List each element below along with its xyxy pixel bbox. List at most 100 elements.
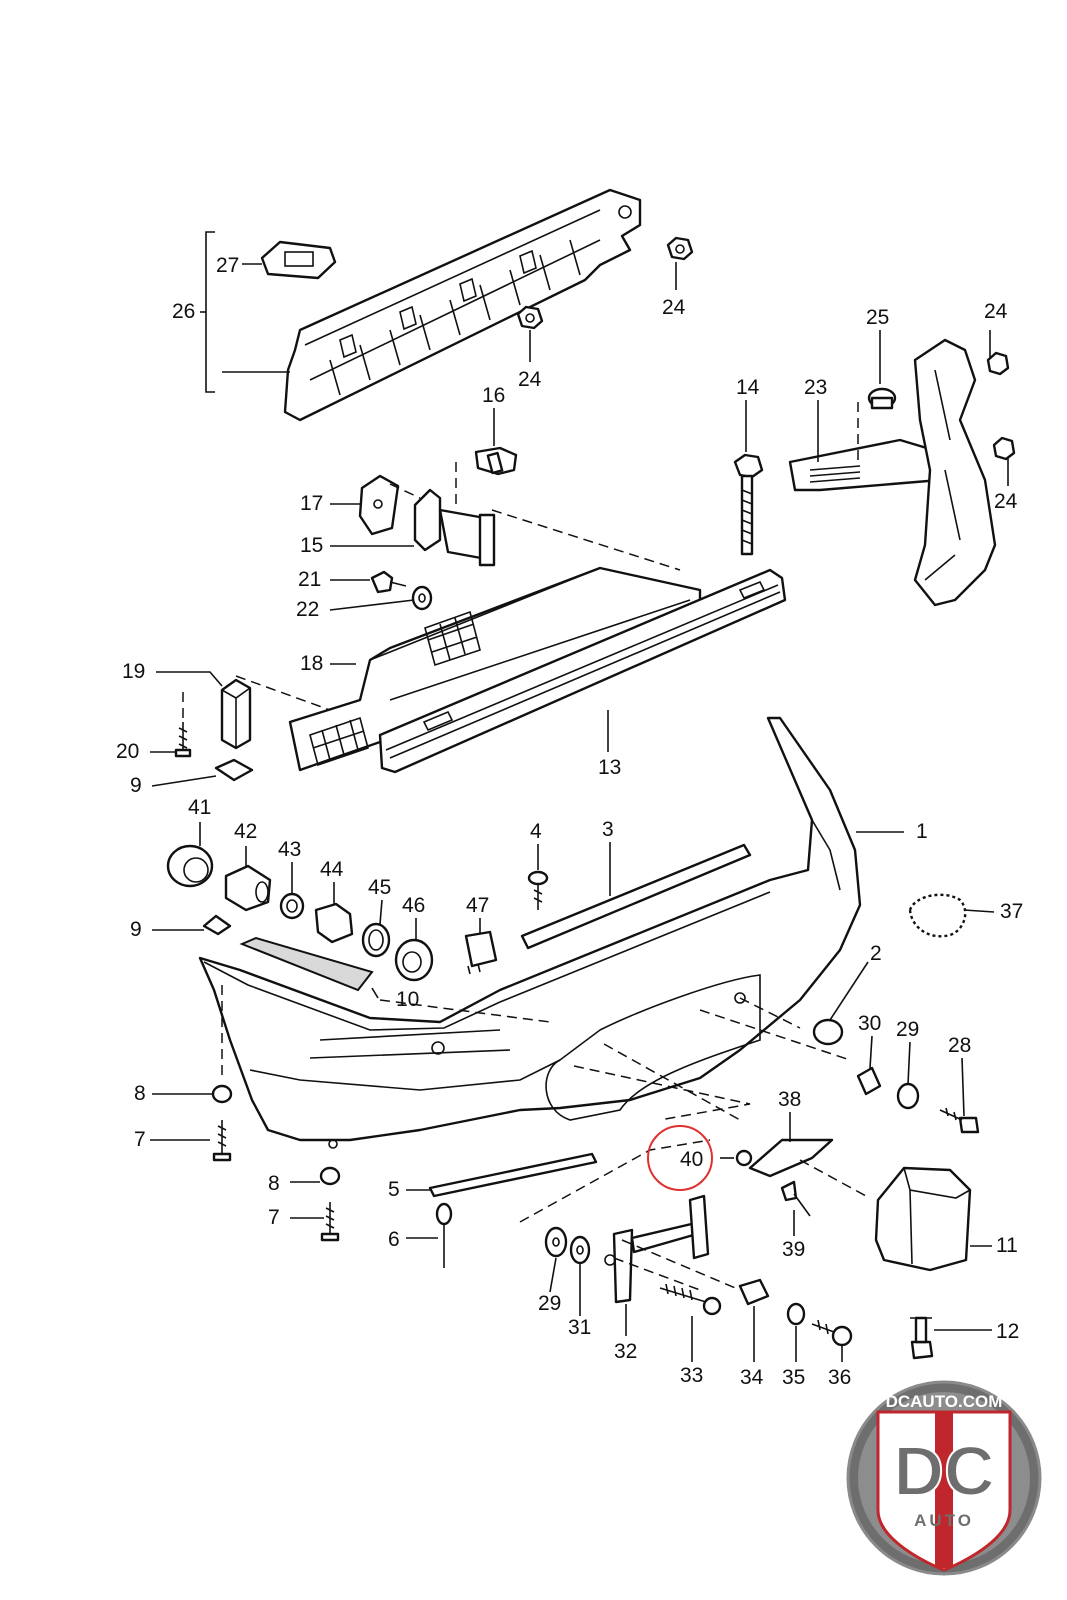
label-37: 37 — [1000, 900, 1023, 923]
clip-9-upper — [214, 758, 254, 782]
label-9: 9 — [130, 774, 142, 797]
label-40: 40 — [680, 1148, 703, 1171]
label-38: 38 — [778, 1088, 801, 1111]
label-29: 29 — [896, 1018, 919, 1041]
label-7: 7 — [134, 1128, 146, 1151]
label-13: 13 — [598, 756, 621, 779]
label-25: 25 — [866, 306, 889, 329]
sensor-41 — [166, 844, 214, 888]
screw-20 — [174, 722, 192, 758]
ring-43 — [279, 892, 305, 920]
tow-cover-11 — [874, 1166, 972, 1272]
leader-lines — [150, 262, 1009, 1362]
bracket-26-brace — [200, 231, 290, 393]
reflector-10 — [239, 936, 374, 992]
label-24: 24 — [994, 490, 1018, 513]
label-32: 32 — [614, 1340, 637, 1363]
label-27: 27 — [216, 254, 239, 277]
sensor-holder-42 — [224, 864, 272, 912]
rivet-6 — [435, 1202, 453, 1268]
label-44: 44 — [320, 858, 344, 881]
label-19: 19 — [122, 660, 145, 683]
watermark-domain: DCAUTO.COM — [886, 1392, 1003, 1411]
label-31: 31 — [568, 1316, 591, 1339]
plate-17 — [358, 474, 400, 536]
clip-9-lower — [202, 914, 232, 936]
label-23: 23 — [804, 376, 827, 399]
label-45: 45 — [368, 876, 391, 899]
label-28: 28 — [948, 1034, 971, 1057]
label-29: 29 — [538, 1292, 561, 1315]
label-1: 1 — [916, 820, 928, 843]
label-22: 22 — [296, 598, 319, 621]
nut-24-right-lower — [992, 436, 1016, 461]
bracket-19 — [220, 678, 252, 750]
screw-21 — [370, 570, 407, 594]
module-47 — [464, 930, 498, 975]
label-6: 6 — [388, 1228, 400, 1251]
grommet-46 — [394, 938, 434, 982]
bracket-38 — [735, 1138, 834, 1178]
screw-33 — [659, 1283, 722, 1316]
trim-strip-3 — [520, 843, 752, 950]
strip-5 — [428, 1152, 598, 1198]
label-24: 24 — [662, 296, 686, 319]
label-8: 8 — [134, 1082, 146, 1105]
bolt-14 — [733, 453, 764, 556]
label-21: 21 — [298, 568, 321, 591]
upper-crash-bracket — [283, 188, 642, 422]
bracket-clip-27 — [260, 240, 337, 280]
screw-39 — [780, 1180, 811, 1217]
label-34: 34 — [740, 1366, 764, 1389]
carrier-13 — [378, 568, 787, 774]
label-2: 2 — [870, 942, 882, 965]
label-8: 8 — [268, 1172, 280, 1195]
label-15: 15 — [300, 534, 323, 557]
label-3: 3 — [602, 818, 614, 841]
cover-37 — [908, 893, 967, 938]
label-16: 16 — [482, 384, 505, 407]
label-9: 9 — [130, 918, 142, 941]
screw-4 — [527, 870, 549, 910]
label-43: 43 — [278, 838, 301, 861]
spacer-15 — [413, 488, 496, 567]
watermark-monogram: DC — [893, 1432, 994, 1510]
screw-28 — [939, 1107, 980, 1134]
label-5: 5 — [388, 1178, 400, 1201]
label-14: 14 — [736, 376, 760, 399]
seal-45 — [361, 922, 391, 958]
label-10: 10 — [396, 988, 419, 1011]
nut-8-upper — [211, 1084, 233, 1104]
nut-24-right-upper — [986, 351, 1010, 376]
sensor-44 — [314, 902, 354, 944]
label-17: 17 — [300, 492, 323, 515]
side-bracket-23 — [788, 338, 997, 607]
assembly-lines — [182, 402, 867, 1291]
label-42: 42 — [234, 820, 257, 843]
clip-30 — [856, 1066, 882, 1096]
washer-29-lower — [544, 1226, 568, 1258]
highlight-circle — [647, 1125, 713, 1191]
plug-25 — [867, 387, 897, 410]
label-36: 36 — [828, 1366, 851, 1389]
label-24: 24 — [984, 300, 1008, 323]
label-33: 33 — [680, 1364, 703, 1387]
label-39: 39 — [782, 1238, 805, 1261]
label-7: 7 — [268, 1206, 280, 1229]
plug-2 — [812, 1018, 844, 1046]
nut-34 — [738, 1278, 770, 1306]
screw-7-lower — [320, 1202, 340, 1242]
label-11: 11 — [996, 1234, 1018, 1257]
label-46: 46 — [402, 894, 425, 917]
bumper-cover-1 — [198, 716, 862, 1149]
bracket-32 — [604, 1194, 710, 1304]
nut-8-lower — [319, 1166, 341, 1186]
label-41: 41 — [188, 796, 211, 819]
label-20: 20 — [116, 740, 139, 763]
label-35: 35 — [782, 1366, 805, 1389]
label-18: 18 — [300, 652, 323, 675]
energy-absorber-18 — [288, 566, 702, 772]
washer-35 — [786, 1302, 806, 1326]
